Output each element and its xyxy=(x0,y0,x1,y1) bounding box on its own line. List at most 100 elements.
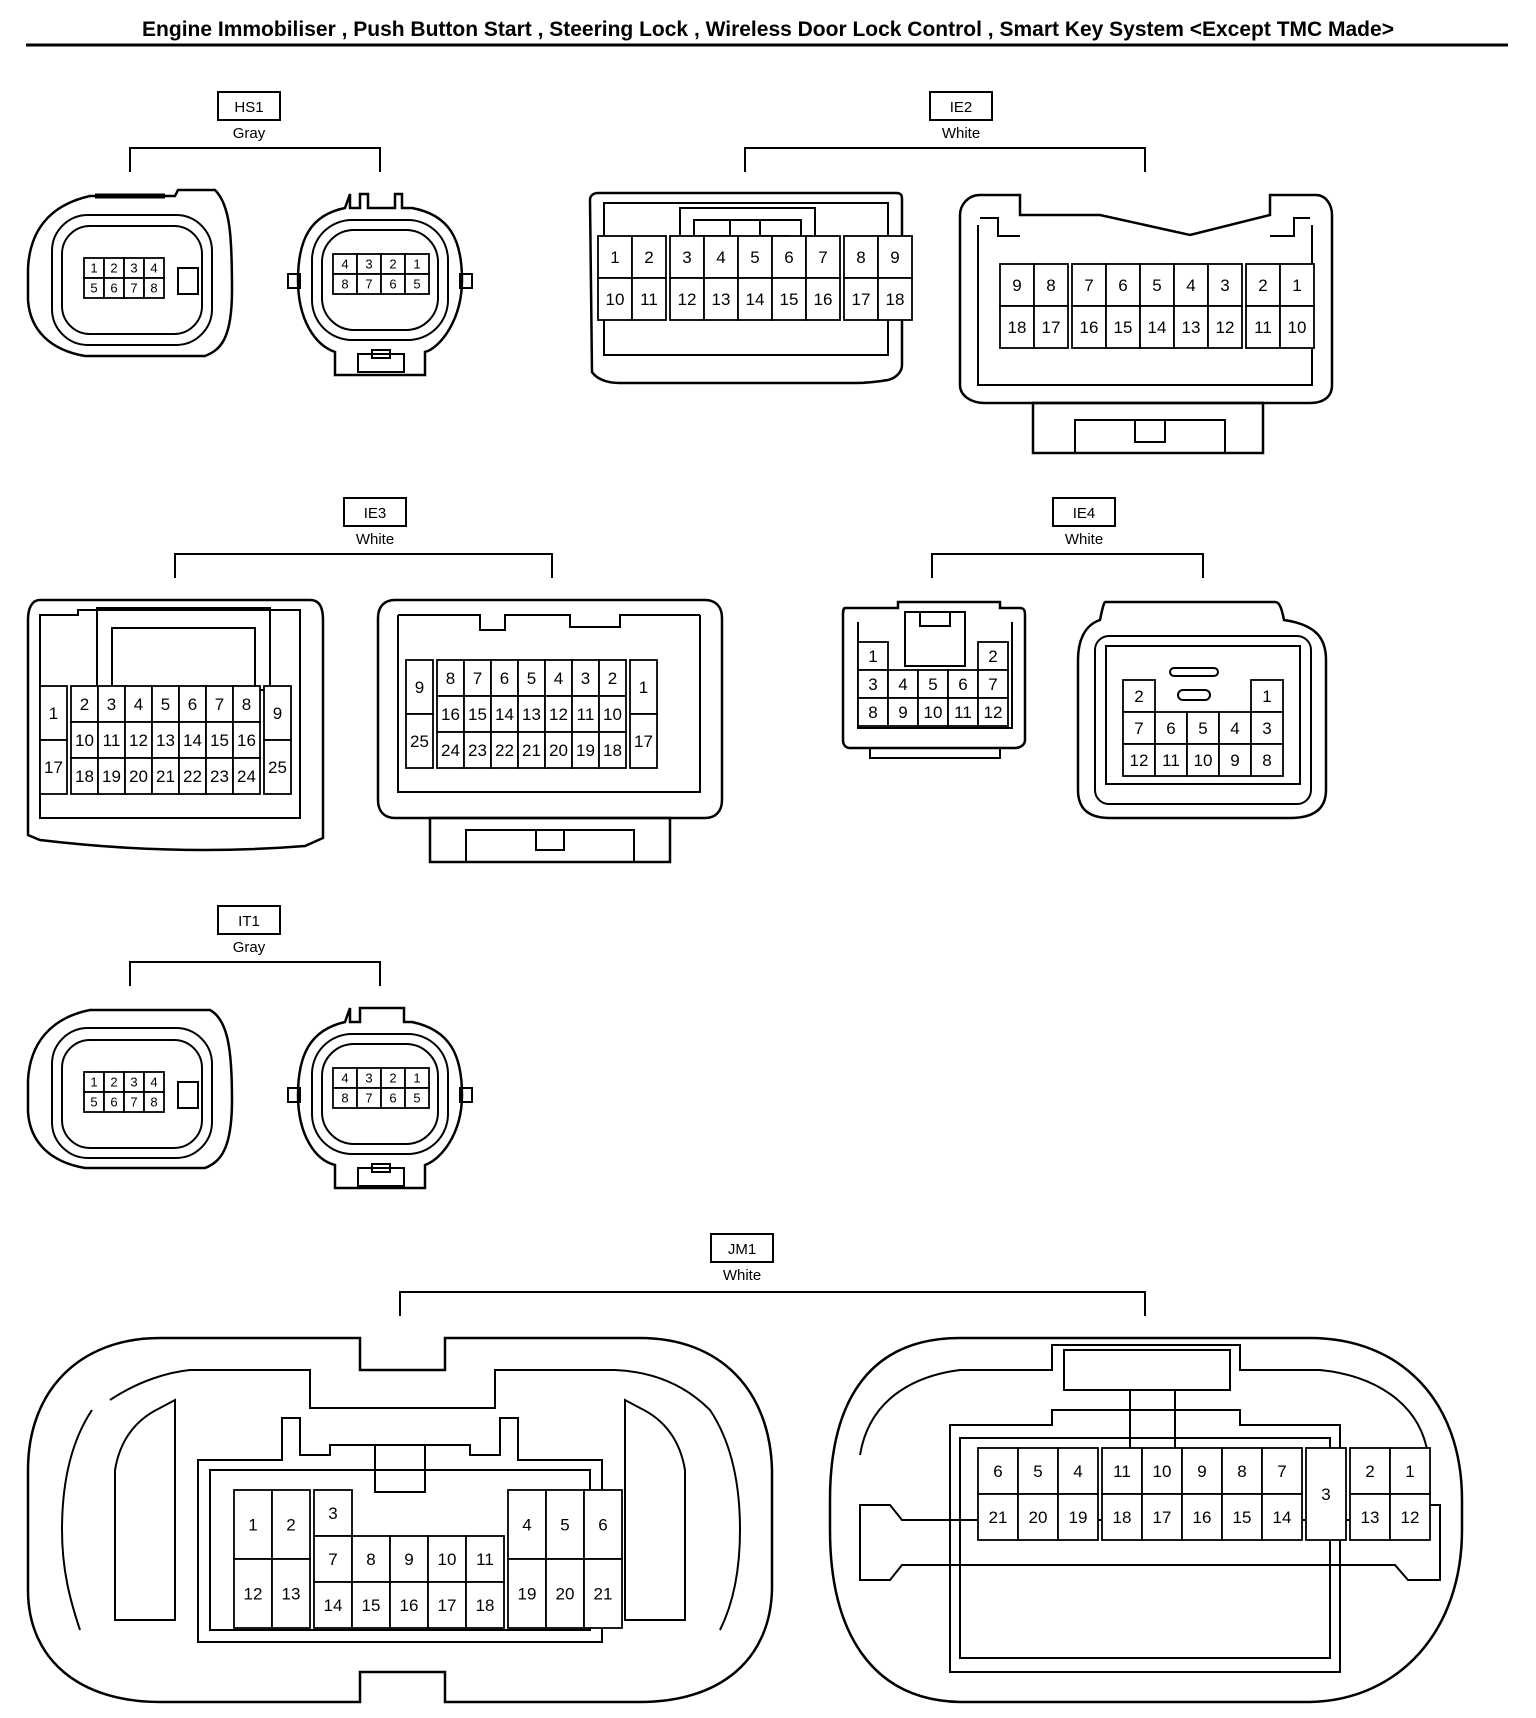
pin-cell xyxy=(178,685,207,723)
pin-cell xyxy=(737,277,773,321)
pin-cell xyxy=(465,1581,505,1629)
pin-number: 9 xyxy=(898,703,907,722)
pin-number: 5 xyxy=(90,281,97,296)
page-title: Engine Immobiliser , Push Button Start ,… xyxy=(142,18,1394,41)
pin-cell xyxy=(583,1489,623,1560)
pin-cell xyxy=(404,273,430,295)
pin-number: 7 xyxy=(988,675,997,694)
pin-cell xyxy=(1245,305,1281,349)
pin-number: 8 xyxy=(856,248,865,267)
pin-cell xyxy=(436,731,465,769)
pin-number: 16 xyxy=(814,290,833,309)
pin-number: 10 xyxy=(606,290,625,309)
pin-cell xyxy=(271,1489,311,1560)
pin-number: 2 xyxy=(1258,276,1267,295)
pin-number: 5 xyxy=(750,248,759,267)
pin-number: 5 xyxy=(413,1091,420,1106)
pin-number: 13 xyxy=(282,1585,301,1604)
pin-number: 2 xyxy=(1365,1462,1374,1481)
pin-number: 8 xyxy=(446,669,455,688)
pin-cell xyxy=(977,697,1009,727)
pin-number: 1 xyxy=(90,1075,97,1090)
pin-cell xyxy=(70,685,99,723)
pin-number: 3 xyxy=(682,248,691,267)
pin-cell xyxy=(703,235,739,279)
pin-number: 13 xyxy=(156,731,175,750)
pin-number: 7 xyxy=(818,248,827,267)
pin-cell xyxy=(1071,305,1107,349)
pin-cell xyxy=(805,277,841,321)
pin-number: 5 xyxy=(413,277,420,292)
pin-cell xyxy=(877,277,913,321)
pin-cell xyxy=(1261,1493,1303,1541)
pin-number: 3 xyxy=(365,1071,372,1086)
pin-number: 1 xyxy=(248,1516,257,1535)
pin-number: 25 xyxy=(268,758,287,777)
pin-number: 16 xyxy=(400,1596,419,1615)
pin-number: 16 xyxy=(1080,318,1099,337)
pin-cell xyxy=(1250,743,1284,777)
pin-cell xyxy=(1221,1447,1263,1495)
pin-number: 8 xyxy=(341,277,348,292)
pin-number: 6 xyxy=(598,1516,607,1535)
pin-number: 9 xyxy=(415,678,424,697)
pin-number: 13 xyxy=(1182,318,1201,337)
pin-cell xyxy=(389,1581,429,1629)
pin-number: 11 xyxy=(1254,318,1272,337)
pin-number: 2 xyxy=(389,257,396,272)
pin-number: 2 xyxy=(608,669,617,688)
pin-number: 4 xyxy=(1186,276,1195,295)
pin-number: 15 xyxy=(210,731,229,750)
pin-number: 5 xyxy=(1152,276,1161,295)
connector-id: IE3 xyxy=(364,505,387,522)
connector-id: IT1 xyxy=(238,913,260,930)
pin-number: 17 xyxy=(438,1596,457,1615)
pin-number: 11 xyxy=(1162,751,1180,770)
pin-number: 5 xyxy=(1198,719,1207,738)
pin-number: 3 xyxy=(365,257,372,272)
pin-cell xyxy=(389,1535,429,1583)
pin-number: 15 xyxy=(1114,318,1133,337)
pin-number: 12 xyxy=(984,703,1003,722)
pin-number: 4 xyxy=(898,675,907,694)
pin-number: 6 xyxy=(110,281,117,296)
pin-cell xyxy=(436,695,465,733)
pin-number: 1 xyxy=(1405,1462,1414,1481)
pin-number: 1 xyxy=(413,1071,420,1086)
pin-number: 19 xyxy=(102,767,121,786)
pin-cell xyxy=(977,1493,1019,1541)
pin-number: 17 xyxy=(1042,318,1061,337)
pin-cell xyxy=(143,277,165,299)
pin-number: 5 xyxy=(1033,1462,1042,1481)
pin-number: 19 xyxy=(1069,1508,1088,1527)
pin-number: 8 xyxy=(150,281,157,296)
pin-number: 8 xyxy=(1046,276,1055,295)
pin-cell xyxy=(1349,1447,1391,1495)
pin-cell xyxy=(598,731,627,769)
pin-cell xyxy=(887,697,919,727)
pin-cell xyxy=(233,1558,273,1629)
pin-number: 2 xyxy=(389,1071,396,1086)
connector-id: HS1 xyxy=(234,99,263,116)
pin-number: 10 xyxy=(924,703,943,722)
pin-number: 20 xyxy=(1029,1508,1048,1527)
pin-number: 20 xyxy=(129,767,148,786)
pin-cell xyxy=(427,1535,467,1583)
pin-number: 22 xyxy=(495,741,514,760)
pin-number: 14 xyxy=(495,705,514,724)
pin-number: 10 xyxy=(1194,751,1213,770)
pin-cell xyxy=(1105,305,1141,349)
pin-number: 9 xyxy=(404,1550,413,1569)
pin-number: 8 xyxy=(1262,751,1271,770)
pin-number: 4 xyxy=(150,1075,157,1090)
pin-number: 4 xyxy=(716,248,725,267)
pin-number: 7 xyxy=(1134,719,1143,738)
pin-number: 14 xyxy=(1273,1508,1292,1527)
pin-number: 6 xyxy=(1166,719,1175,738)
